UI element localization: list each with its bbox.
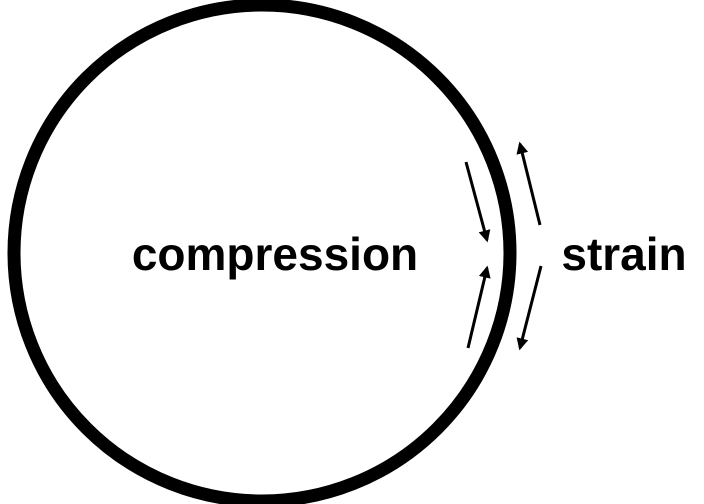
compression-arrow-lower <box>466 265 491 349</box>
compression-label: compression <box>132 228 418 280</box>
strain-label: strain <box>561 228 686 280</box>
ring-outline <box>7 0 517 504</box>
strain-arrow-upper <box>516 141 542 226</box>
compression-arrow-upper <box>464 161 491 243</box>
strain-arrow-lower <box>516 265 543 351</box>
